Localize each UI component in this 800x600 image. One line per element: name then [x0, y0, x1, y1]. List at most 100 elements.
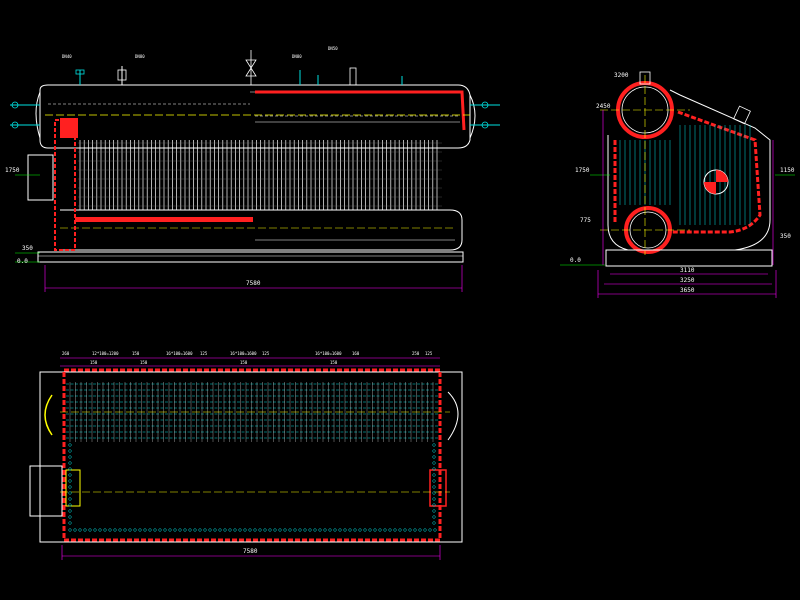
plan-bottom-tube — [113, 528, 117, 532]
plan-dim-label: 125 — [425, 351, 433, 356]
end-dim-left-4: 0.0 — [570, 257, 581, 264]
side-level-0: 0.0 — [17, 258, 28, 265]
end-section-view: 3200 2450 1750 775 0.0 1150 350 3110 325… — [560, 71, 795, 298]
plan-bottom-tube — [168, 528, 172, 532]
plan-side-tube — [432, 473, 436, 477]
plan-bottom-tube — [253, 528, 257, 532]
plan-bottom-tube — [93, 528, 97, 532]
plan-bottom-tube — [418, 528, 422, 532]
plan-dim-label: 250 — [412, 351, 420, 356]
plan-side-tube — [68, 497, 72, 501]
plan-bottom-tube — [388, 528, 392, 532]
side-overall-length: 7580 — [246, 280, 261, 287]
plan-side-tube — [68, 449, 72, 453]
end-dim-left-2: 1750 — [575, 167, 590, 174]
plan-side-tube — [68, 491, 72, 495]
plan-dim-label: 125 — [262, 351, 270, 356]
plan-bottom-tube — [233, 528, 237, 532]
plan-tube-bank — [66, 382, 438, 442]
plan-bottom-tube — [178, 528, 182, 532]
plan-bottom-tube — [118, 528, 122, 532]
plan-bottom-tube — [228, 528, 232, 532]
plan-bottom-tube — [258, 528, 262, 532]
plan-bottom-tube — [433, 528, 437, 532]
side-level-1750: 1750 — [5, 167, 20, 174]
plan-bottom-tube — [403, 528, 407, 532]
plan-bottom-tube — [143, 528, 147, 532]
plan-side-tube — [68, 521, 72, 525]
plan-bottom-tube — [358, 528, 362, 532]
plan-outline — [39, 371, 463, 543]
plan-side-tube — [432, 491, 436, 495]
plan-bottom-tube — [98, 528, 102, 532]
plan-dim-label: 16*100=1600 — [315, 351, 342, 356]
drum-refractory-top — [255, 90, 466, 131]
end-dim-right-1: 1150 — [780, 167, 795, 174]
plan-side-tube — [432, 509, 436, 513]
plan-dim-label-2: 150 — [240, 360, 248, 365]
plan-side-tube — [432, 443, 436, 447]
plan-bottom-tube — [238, 528, 242, 532]
plan-bottom-tube — [408, 528, 412, 532]
plan-bottom-tube — [393, 528, 397, 532]
plan-bottom-tube — [423, 528, 427, 532]
side-note-4: DN50 — [328, 46, 338, 51]
plan-drum-cap-right — [447, 391, 459, 441]
plan-dim-label-2: 150 — [90, 360, 98, 365]
plan-bottom-tube — [338, 528, 342, 532]
plan-bottom-tube — [343, 528, 347, 532]
plan-bottom-tube — [78, 528, 82, 532]
plan-bottom-tube — [103, 528, 107, 532]
plan-dim-label: 12*100=1200 — [92, 351, 119, 356]
plan-bottom-tube — [188, 528, 192, 532]
plan-bottom-tube — [183, 528, 187, 532]
plan-bottom-tube — [88, 528, 92, 532]
plan-side-tube — [432, 515, 436, 519]
plan-bottom-tube — [298, 528, 302, 532]
side-tube-bank — [78, 140, 442, 210]
plan-bottom-tube — [288, 528, 292, 532]
plan-bottom-tube — [328, 528, 332, 532]
end-refractory — [670, 110, 762, 234]
end-casing — [607, 89, 771, 251]
side-level-350: 350 — [22, 245, 33, 252]
side-elevation-view: DN40 DN80 DN80 DN50 1750 350 0.0 7580 — [5, 46, 500, 292]
plan-bottom-tube — [273, 528, 277, 532]
plan-dim-label: 150 — [132, 351, 140, 356]
plan-bottom-tube — [293, 528, 297, 532]
side-nozzles — [10, 101, 500, 129]
plan-side-tube — [68, 473, 72, 477]
plan-dim-label: 160 — [352, 351, 360, 356]
plan-bottom-tube — [163, 528, 167, 532]
plan-dim-label-2: 150 — [330, 360, 338, 365]
plan-bottom-tube — [148, 528, 152, 532]
base-frame — [37, 251, 464, 263]
plan-bottom-tube — [213, 528, 217, 532]
side-note-2: DN80 — [135, 54, 145, 59]
plan-side-tube — [68, 467, 72, 471]
end-dim-left-1: 2450 — [596, 103, 611, 110]
front-wall-refractory — [54, 119, 76, 251]
plan-bottom-tube — [353, 528, 357, 532]
plan-bottom-tube — [318, 528, 322, 532]
plan-bottom-tube — [138, 528, 142, 532]
plan-bottom-tube — [428, 528, 432, 532]
furnace-refractory-band — [75, 217, 253, 222]
plan-dim-label: 125 — [200, 351, 208, 356]
plan-side-tube — [68, 515, 72, 519]
drum-head-left — [35, 91, 41, 139]
plan-bottom-tube — [263, 528, 267, 532]
top-nozzles — [75, 50, 403, 86]
plan-bottom-tube — [398, 528, 402, 532]
plan-bottom-tube — [193, 528, 197, 532]
plan-side-tube — [68, 509, 72, 513]
plan-bottom-tube — [283, 528, 287, 532]
plan-dim-label: 16*100=1600 — [230, 351, 257, 356]
plan-drum-cap-left — [44, 394, 53, 436]
drum-head-right — [469, 94, 476, 139]
upper-drum — [39, 84, 471, 149]
plan-bottom-tube — [348, 528, 352, 532]
